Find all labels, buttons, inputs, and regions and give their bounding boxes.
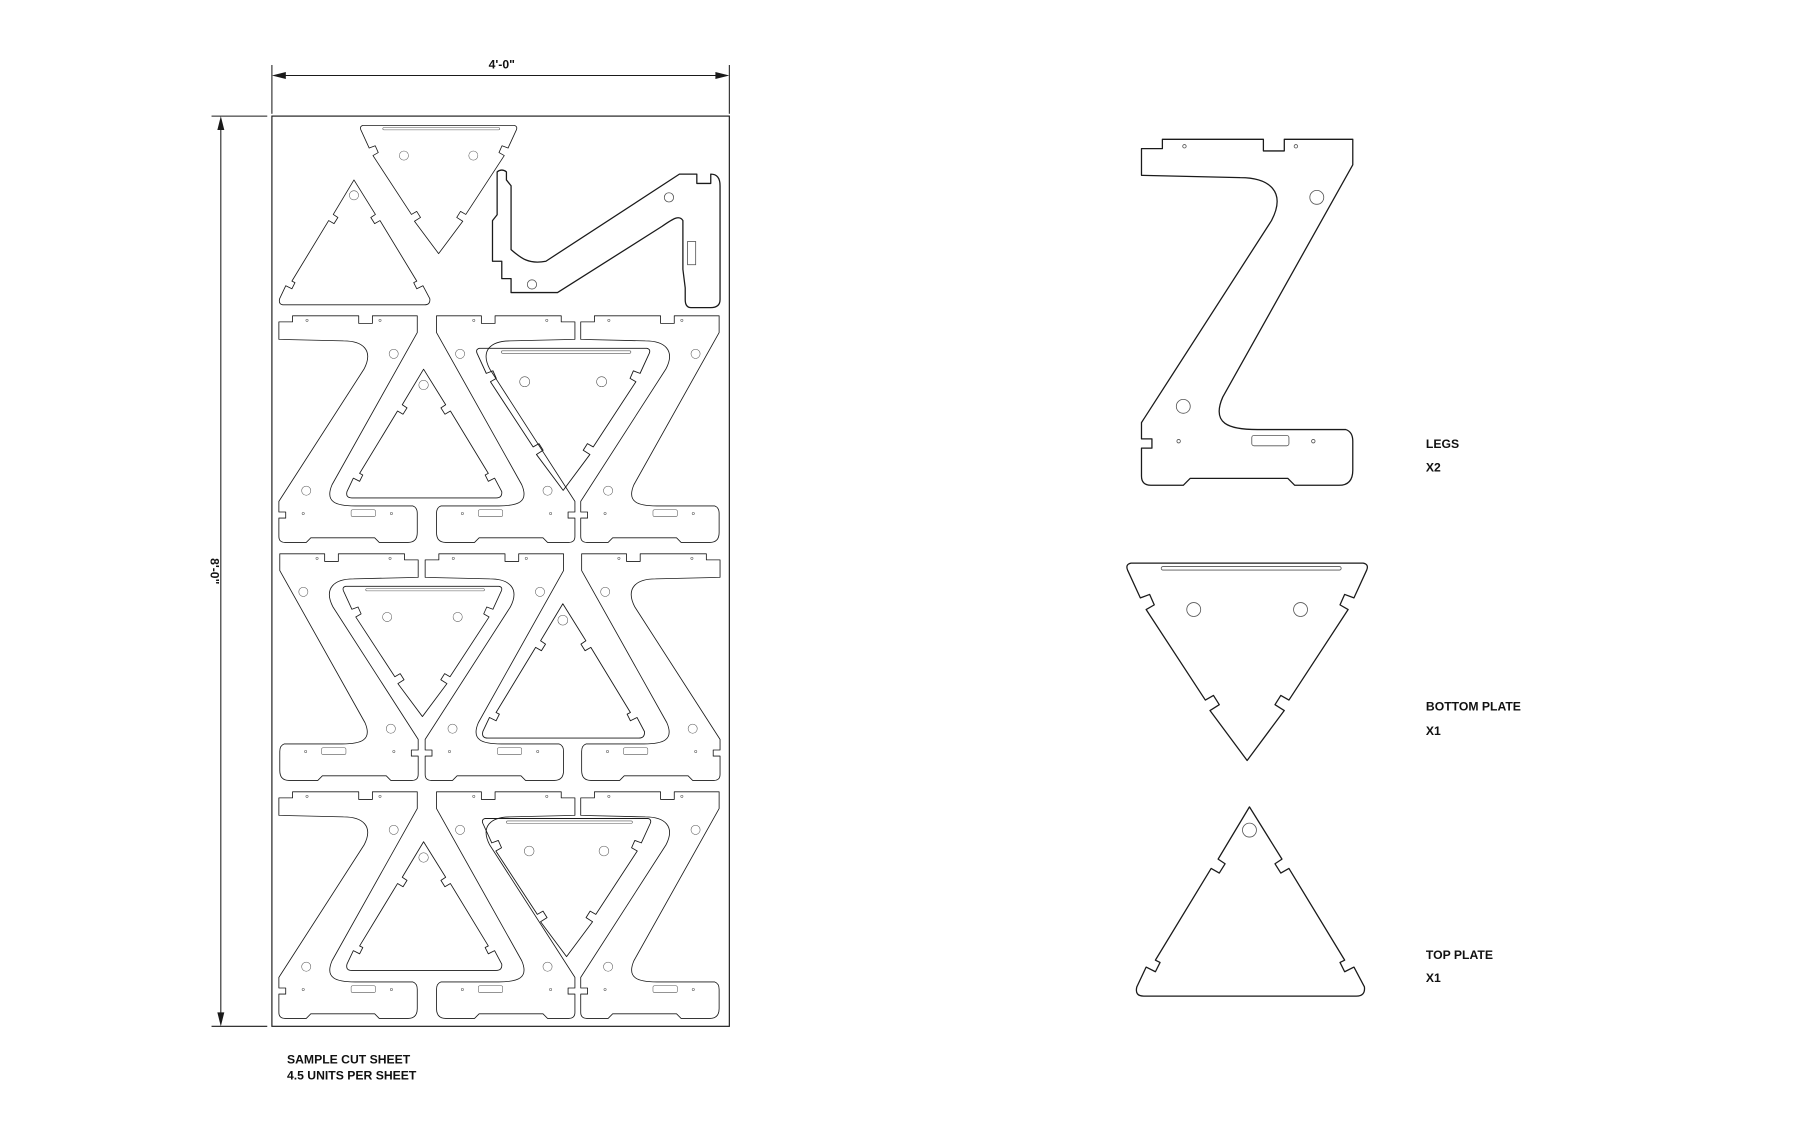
sheet-height-label: 8'-0" — [207, 558, 221, 584]
width-dimension: 4'-0" — [271, 57, 730, 114]
part-qty-bottom-plate: X1 — [1426, 724, 1441, 738]
part-bottom-plate: BOTTOM PLATE X1 — [1126, 562, 1521, 762]
part-name-bottom-plate: BOTTOM PLATE — [1426, 700, 1521, 714]
height-dimension: 8'-0" — [207, 115, 268, 1027]
part-name-legs: LEGS — [1426, 437, 1459, 451]
sheet-width-label: 4'-0" — [489, 57, 515, 71]
cut-sheet-caption-title: SAMPLE CUT SHEET — [287, 1052, 411, 1066]
part-qty-top-plate: X1 — [1426, 971, 1441, 985]
part-legs: LEGS X2 — [1140, 138, 1459, 486]
part-qty-legs: X2 — [1426, 460, 1441, 474]
part-name-top-plate: TOP PLATE — [1426, 948, 1493, 962]
plywood-sheet — [271, 115, 730, 1027]
part-top-plate: TOP PLATE X1 — [1135, 806, 1493, 997]
nested-parts — [278, 124, 721, 1019]
cut-sheet-caption-units: 4.5 UNITS PER SHEET — [287, 1069, 417, 1083]
